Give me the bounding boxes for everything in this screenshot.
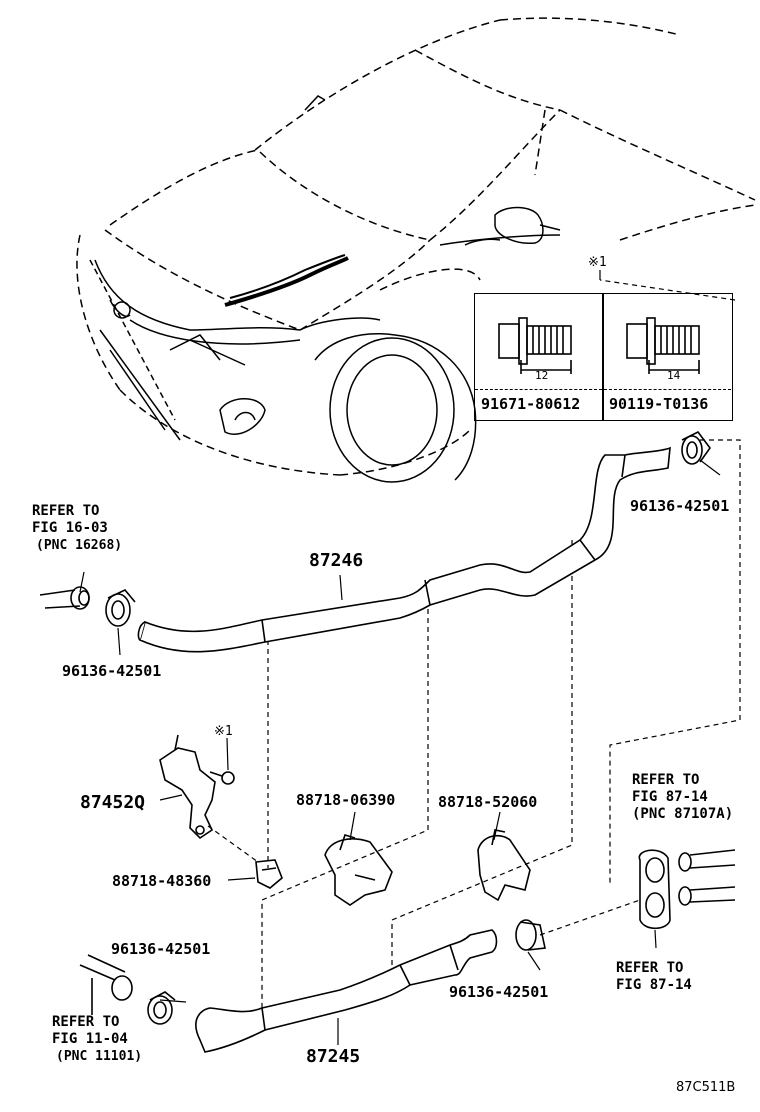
refer-fig-87-14a-line3: (PNC 87107A) <box>632 806 734 822</box>
leader-lines <box>207 279 741 1010</box>
inset-note-mark: ※1 <box>588 255 607 270</box>
refer-fig-11-04: REFER TO FIG 11-04 (PNC 11101) <box>52 1014 142 1065</box>
refer-fig-87-14-b: REFER TO FIG 87-14 <box>616 960 692 994</box>
clamp-52060-icon <box>477 829 531 902</box>
label-clip-upper-left: 96136-42501 <box>62 662 162 680</box>
refer-fig-87-14b-line2: FIG 87-14 <box>616 977 692 993</box>
clamp-48360-icon <box>255 859 283 889</box>
refer-fig-87-14a-line2: FIG 87-14 <box>632 789 708 805</box>
bolt-icon-right <box>626 317 700 374</box>
bolt-icon-small <box>209 771 235 785</box>
label-bracket-87452q: 87452Q <box>80 792 146 813</box>
clip-icon-lower-mid <box>515 919 546 951</box>
refer-fig-16-03-line2: FIG 16-03 <box>32 520 108 536</box>
inset-bolts-art <box>498 317 700 374</box>
diagram-code: 87C511B <box>676 1080 736 1095</box>
pipe-stub-top-left <box>39 586 90 610</box>
inset-divider-vertical <box>602 294 604 420</box>
bolt-left-part-number: 91671-80612 <box>481 395 581 413</box>
label-clamp-48360: 88718-48360 <box>112 872 212 890</box>
bolt-right-length: 14 <box>667 369 681 382</box>
clip-icon-upper-right <box>681 430 711 465</box>
label-clip-upper-right: 96136-42501 <box>630 497 730 515</box>
grommet-icon <box>638 849 671 930</box>
label-clamp-52060: 88718-52060 <box>438 793 538 811</box>
label-clip-lower-mid: 96136-42501 <box>449 983 549 1001</box>
label-clip-lower-left: 96136-42501 <box>111 940 211 958</box>
bolt-right-part-number: 90119-T0136 <box>609 395 709 413</box>
refer-fig-11-04-line2: FIG 11-04 <box>52 1031 128 1047</box>
refer-fig-16-03-line3: (PNC 16268) <box>36 538 123 553</box>
refer-fig-16-03-line1: REFER TO <box>32 503 100 519</box>
hose-87246 <box>137 446 671 653</box>
note-mark-bolt: ※1 <box>214 724 233 739</box>
bracket-87452q-icon <box>159 734 216 840</box>
clip-icon-lower-left <box>147 991 176 1025</box>
hose-87245 <box>195 929 498 1053</box>
refer-fig-16-03: REFER TO FIG 16-03 (PNC 16268) <box>32 503 122 554</box>
bolt-inset-panel: 12 14 91671-80612 90119-T0136 <box>474 293 733 421</box>
label-hose-87245: 87245 <box>306 1046 361 1067</box>
refer-fig-87-14a-line1: REFER TO <box>632 772 700 788</box>
refer-fig-87-14b-line1: REFER TO <box>616 960 684 976</box>
label-leaders <box>79 270 721 1045</box>
clamp-06390-icon <box>324 834 393 906</box>
refer-fig-11-04-line1: REFER TO <box>52 1014 120 1030</box>
car-outline <box>76 17 756 483</box>
clip-icon-upper-left <box>105 589 136 627</box>
refer-fig-11-04-line3: (PNC 11101) <box>56 1049 143 1064</box>
inset-divider-horizontal <box>475 389 731 390</box>
pipe-stubs-right <box>678 849 736 906</box>
bolt-icon-left <box>498 317 572 374</box>
refer-fig-87-14-a: REFER TO FIG 87-14 (PNC 87107A) <box>632 772 733 823</box>
bolt-left-length: 12 <box>535 369 549 382</box>
label-hose-87246: 87246 <box>309 550 364 571</box>
label-clamp-06390: 88718-06390 <box>296 791 396 809</box>
pipe-stub-bottom-left <box>79 954 133 1015</box>
